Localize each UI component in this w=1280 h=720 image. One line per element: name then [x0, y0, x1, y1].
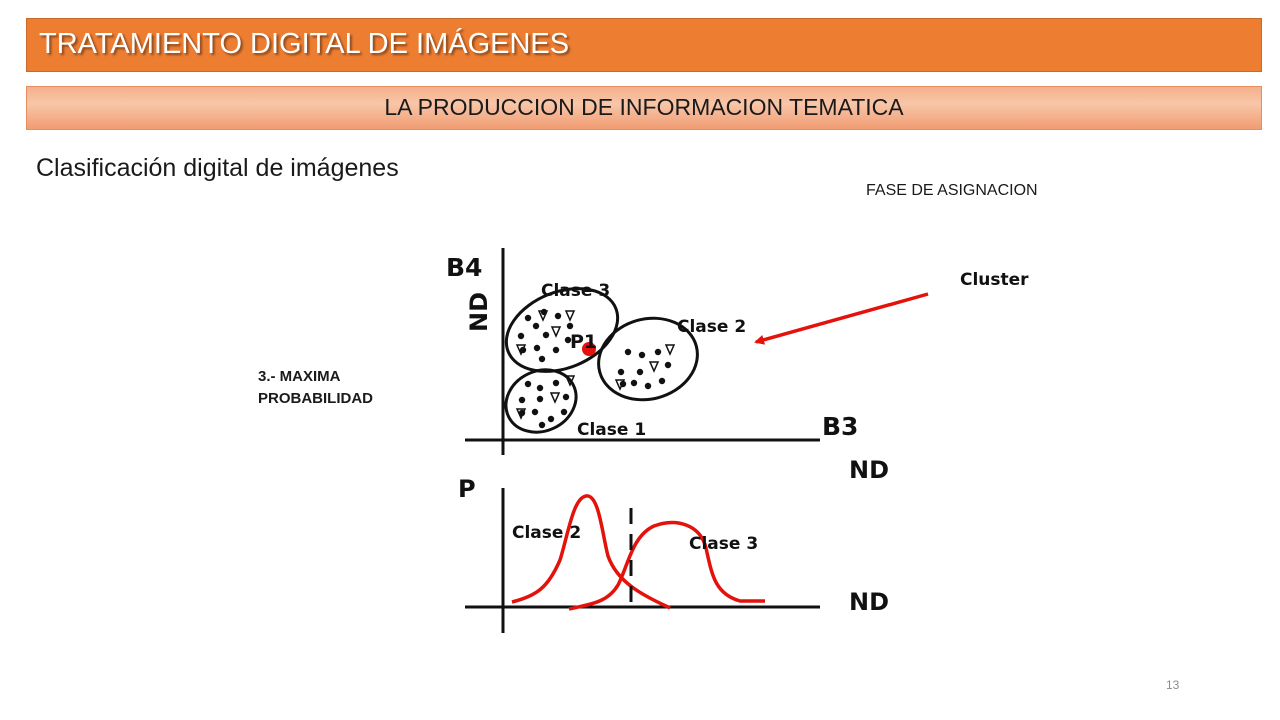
method-label-line2: PROBABILIDAD	[258, 390, 373, 407]
clase-3-curve-label: Clase 3	[689, 534, 758, 554]
p-axis-label: P	[458, 475, 476, 503]
clase-2-curve-label: Clase 2	[512, 523, 581, 543]
clase-3-scatter-label: Clase 3	[541, 281, 610, 301]
nd-axis-label-scatter-x: ND	[849, 456, 889, 484]
slide-title: TRATAMIENTO DIGITAL DE IMÁGENES	[39, 28, 570, 60]
pixel-dots	[517, 308, 672, 429]
cluster-ellipse-clase-3	[504, 287, 620, 373]
cluster-ellipse-clase-2	[597, 316, 699, 402]
cluster-ellipse-clase-1	[504, 368, 578, 434]
pixel-p1-label: P1	[570, 331, 597, 353]
pixel-p1-marker	[582, 342, 596, 356]
cluster-arrow	[754, 292, 929, 345]
nd-axis-label-vertical: ND	[465, 292, 493, 332]
page-number: 13	[1166, 678, 1180, 692]
b3-axis-label: B3	[822, 412, 858, 441]
probability-plot: P ND Clase 2 Clase 3	[458, 475, 889, 633]
phase-label: FASE DE ASIGNACION	[866, 182, 1038, 199]
nd-axis-label-probability-x: ND	[849, 588, 889, 616]
slide-subtitle: LA PRODUCCION DE INFORMACION TEMATICA	[384, 94, 904, 120]
clase-3-probability-curve	[568, 521, 765, 611]
section-title: Clasificación digital de imágenes	[36, 154, 399, 182]
subheader-bar: LA PRODUCCION DE INFORMACION TEMATICA	[26, 86, 1262, 130]
clase-2-probability-curve	[511, 494, 671, 610]
b4-axis-label: B4	[446, 253, 482, 282]
clase-2-scatter-label: Clase 2	[677, 317, 746, 337]
clase-1-scatter-label: Clase 1	[577, 420, 646, 440]
header-bar: TRATAMIENTO DIGITAL DE IMÁGENES	[26, 18, 1262, 72]
cluster-label: Cluster	[960, 270, 1029, 290]
pixel-triangles	[515, 310, 676, 420]
method-label: 3.- MAXIMA PROBABILIDAD	[258, 366, 373, 410]
method-label-line1: 3.- MAXIMA	[258, 368, 341, 385]
scatter-plot: B4 ND B3 ND	[446, 248, 1029, 484]
